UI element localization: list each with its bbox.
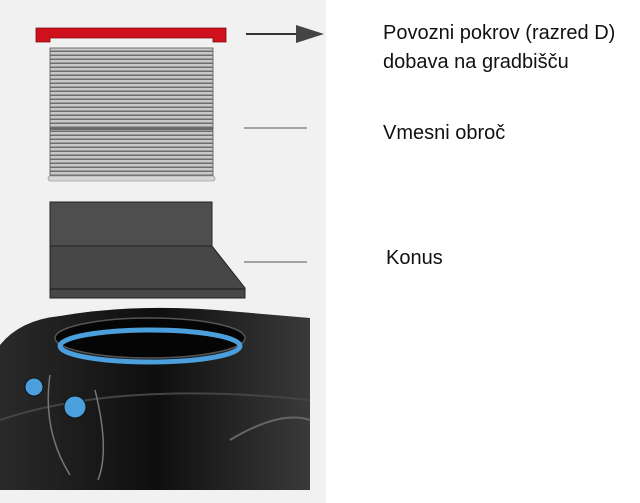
arrow-icon xyxy=(246,25,324,43)
cover-label-line2: dobava na gradbišču xyxy=(383,51,569,73)
cover-part xyxy=(35,27,227,43)
cover-label-line1: Povozni pokrov (razred D) xyxy=(383,22,616,44)
ring-part xyxy=(47,47,216,182)
tank-part xyxy=(0,307,311,490)
cone-label: Konus xyxy=(386,247,443,269)
ring-label: Vmesni obroč xyxy=(383,122,506,144)
cone-part xyxy=(49,201,246,299)
